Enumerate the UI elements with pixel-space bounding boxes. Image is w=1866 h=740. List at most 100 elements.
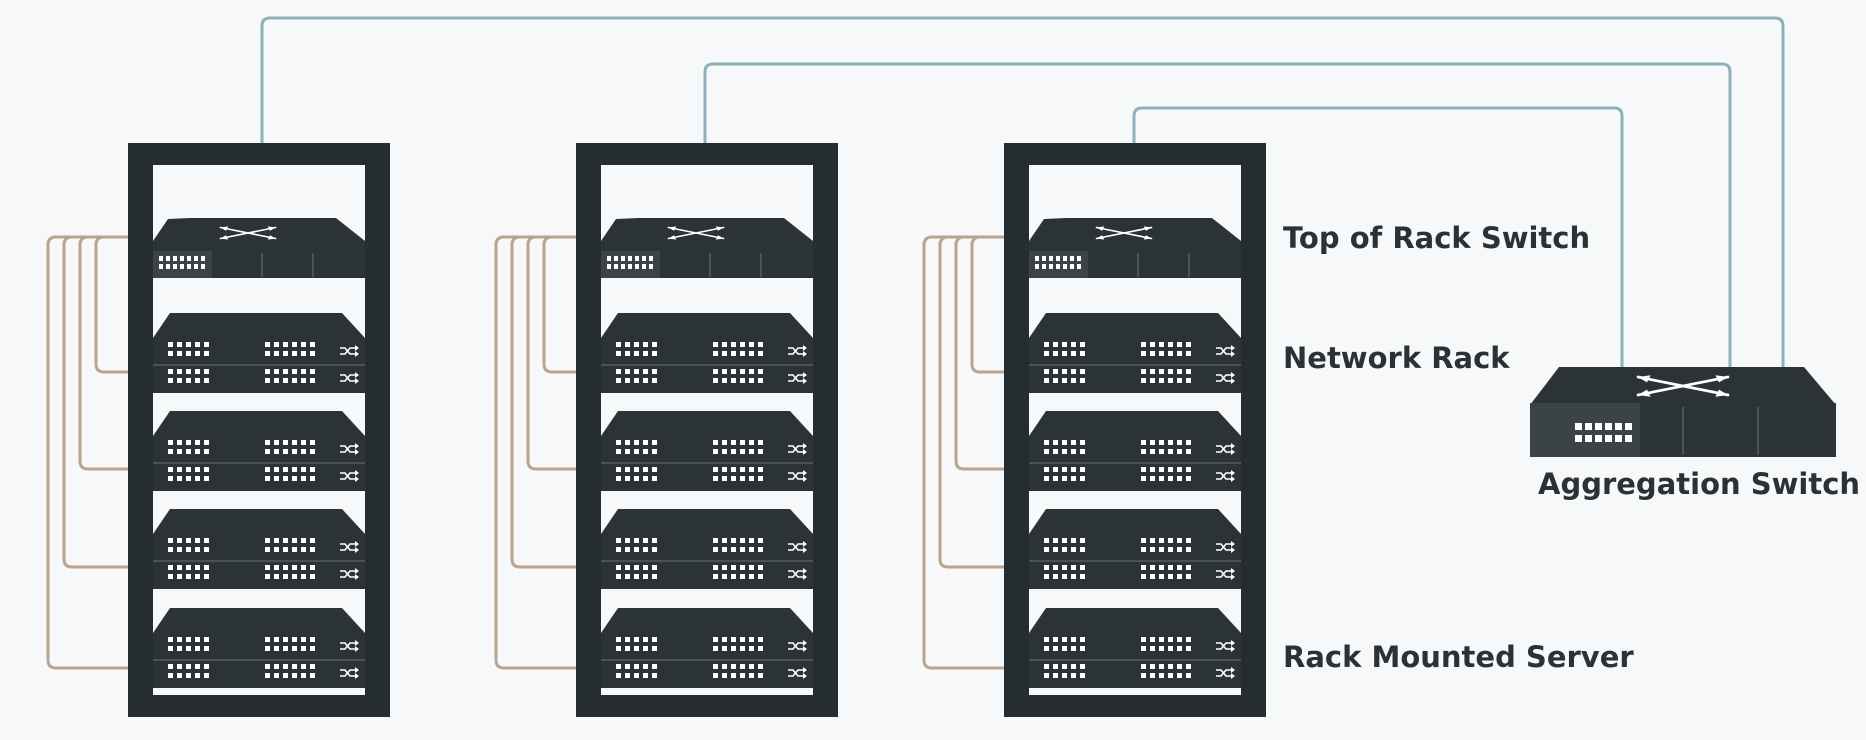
port (616, 476, 621, 481)
top-of-rack-switch (1029, 218, 1241, 278)
port (731, 378, 736, 383)
port (635, 256, 639, 261)
port (749, 538, 754, 543)
port (1080, 574, 1085, 579)
port (1080, 547, 1085, 552)
port (1575, 435, 1582, 442)
port (1150, 467, 1155, 472)
port (643, 449, 648, 454)
port (635, 264, 639, 269)
port (740, 378, 745, 383)
uplink-cables (260, 16, 1785, 368)
port (1159, 538, 1164, 543)
port (634, 547, 639, 552)
port (180, 264, 184, 269)
port (713, 664, 718, 669)
port (168, 440, 173, 445)
port (1056, 264, 1060, 269)
port (195, 467, 200, 472)
port (1168, 467, 1173, 472)
shuffle-line (1216, 669, 1231, 677)
port (625, 646, 630, 651)
racks (128, 143, 1266, 717)
port (274, 449, 279, 454)
shuffle-head (355, 443, 359, 449)
shuffle-head (803, 541, 807, 547)
port (643, 467, 648, 472)
port (731, 449, 736, 454)
port (634, 369, 639, 374)
port (1150, 565, 1155, 570)
port (625, 673, 630, 678)
port (177, 440, 182, 445)
port (731, 574, 736, 579)
port (1177, 538, 1182, 543)
server-top (601, 509, 813, 534)
port (731, 673, 736, 678)
port (1071, 369, 1076, 374)
port (643, 574, 648, 579)
port (749, 574, 754, 579)
port (301, 449, 306, 454)
port (186, 646, 191, 651)
port (713, 440, 718, 445)
port (1168, 449, 1173, 454)
port (1141, 467, 1146, 472)
label-aggregation-switch: Aggregation Switch (1538, 467, 1860, 501)
port (713, 565, 718, 570)
port (634, 574, 639, 579)
port (1071, 637, 1076, 642)
port (283, 342, 288, 347)
shuffle-head (355, 449, 359, 455)
port (168, 378, 173, 383)
port (1044, 574, 1049, 579)
port (616, 565, 621, 570)
port (265, 476, 270, 481)
shuffle-head (355, 345, 359, 351)
port (1044, 449, 1049, 454)
port (168, 673, 173, 678)
server-cable (46, 235, 153, 670)
port (652, 449, 657, 454)
shuffle-icon (1216, 443, 1235, 455)
port (168, 342, 173, 347)
server-cable (954, 235, 1029, 471)
port (643, 637, 648, 642)
port (1141, 547, 1146, 552)
server-top (1029, 411, 1241, 436)
shuffle-head (1231, 372, 1235, 378)
port (1615, 435, 1622, 442)
port (310, 476, 315, 481)
port (722, 378, 727, 383)
port (1168, 440, 1173, 445)
port (1035, 264, 1039, 269)
port (168, 646, 173, 651)
port (1159, 637, 1164, 642)
port (758, 574, 763, 579)
port (1141, 378, 1146, 383)
port (652, 440, 657, 445)
port (1186, 664, 1191, 669)
shuffle-line (340, 543, 355, 551)
port (1177, 440, 1182, 445)
port (195, 565, 200, 570)
port (265, 342, 270, 347)
port (1071, 574, 1076, 579)
server-cable (526, 235, 601, 471)
port (1053, 369, 1058, 374)
port (1141, 565, 1146, 570)
port (643, 342, 648, 347)
port (1053, 565, 1058, 570)
port (722, 574, 727, 579)
port (614, 264, 618, 269)
shuffle-line (1216, 472, 1231, 480)
port (643, 440, 648, 445)
port (1177, 351, 1182, 356)
rack-mounted-server (153, 411, 365, 491)
port (265, 574, 270, 579)
port (1168, 574, 1173, 579)
port (1159, 440, 1164, 445)
port (283, 440, 288, 445)
port (283, 369, 288, 374)
port (168, 637, 173, 642)
